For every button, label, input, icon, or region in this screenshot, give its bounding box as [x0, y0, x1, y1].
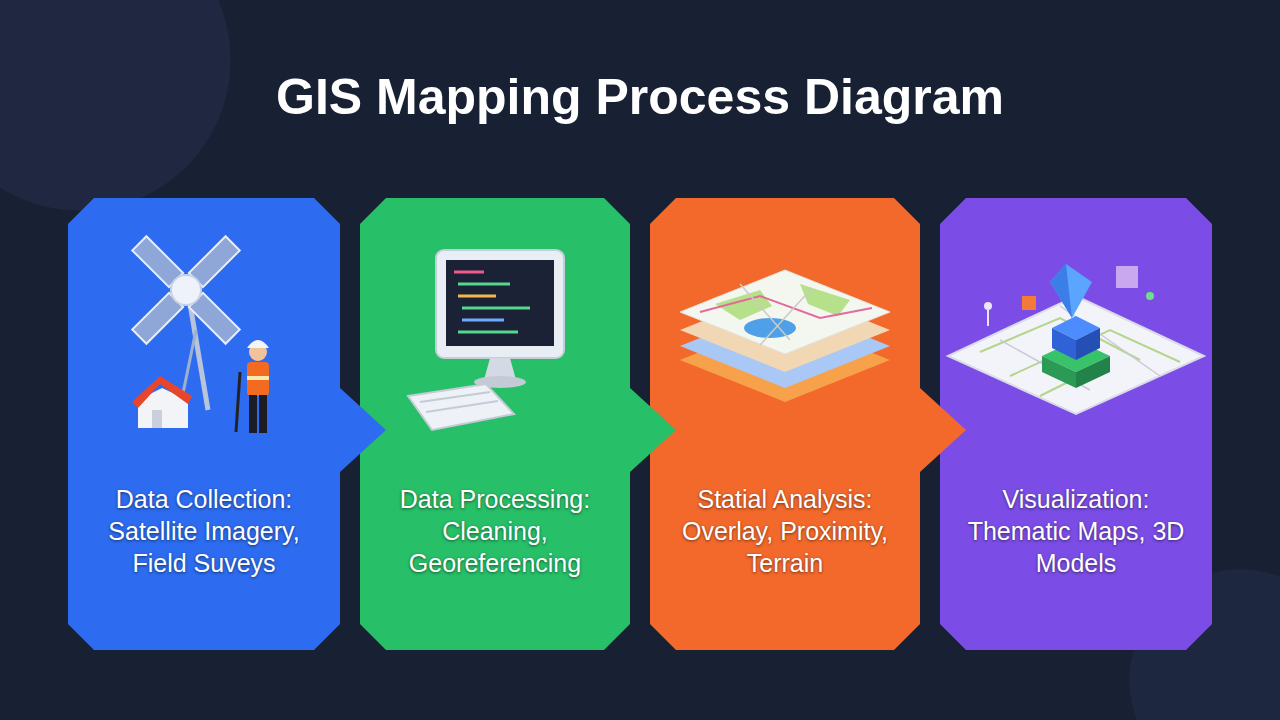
chevron-outline	[360, 198, 676, 650]
chevron-outline	[68, 198, 386, 650]
process-step-box: Statial Analysis: Overlay, Proximity, Te…	[650, 198, 920, 650]
chevron-shape	[68, 198, 390, 650]
chevron-shape	[360, 198, 680, 650]
step-label: Visualization: Thematic Maps, 3D Models	[954, 483, 1198, 579]
chevron-outline	[940, 198, 1212, 650]
step-label: Statial Analysis: Overlay, Proximity, Te…	[664, 483, 906, 579]
chevron-shape	[650, 198, 970, 650]
chevron-shape	[940, 198, 1262, 650]
process-step-box: Visualization: Thematic Maps, 3D Models	[940, 198, 1212, 650]
step-label: Data Collection: Satellite Imagery, Fiel…	[82, 483, 326, 579]
process-step-box: Data Processing: Cleaning, Georeferencin…	[360, 198, 630, 650]
chevron-outline	[650, 198, 966, 650]
process-step-box: Data Collection: Satellite Imagery, Fiel…	[68, 198, 340, 650]
step-label: Data Processing: Cleaning, Georeferencin…	[374, 483, 616, 579]
diagram-title: GIS Mapping Process Diagram	[0, 68, 1280, 126]
